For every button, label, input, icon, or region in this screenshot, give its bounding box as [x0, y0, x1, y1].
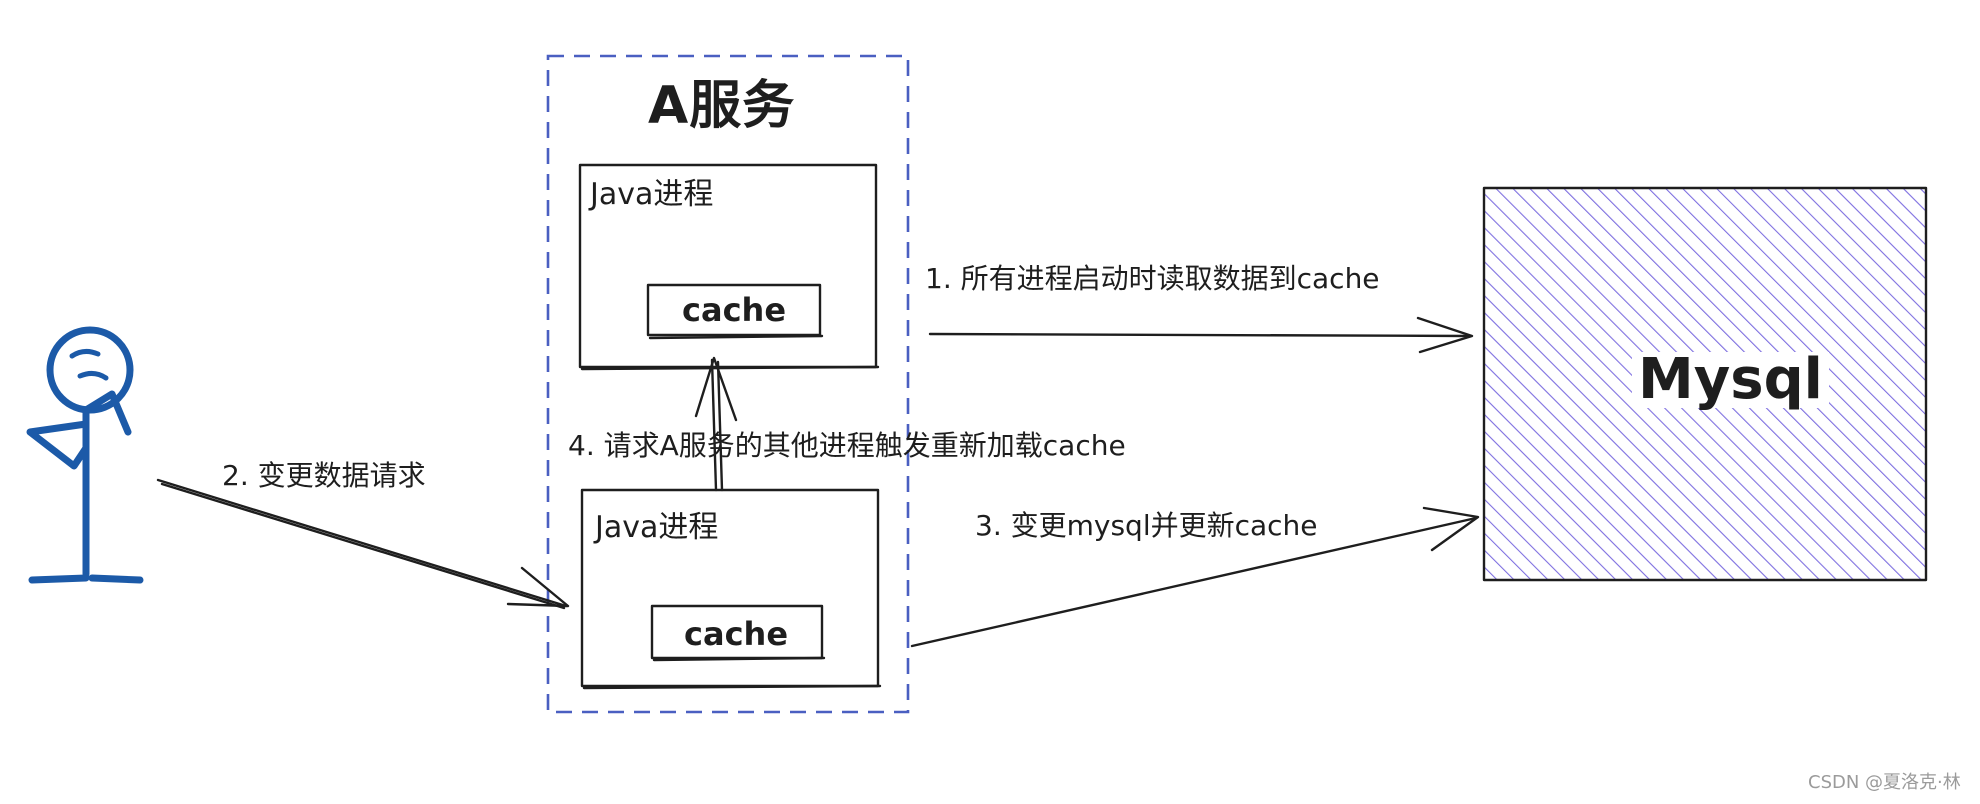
mysql-label: Mysql: [1632, 352, 1829, 408]
upper-cache-label: cache: [682, 291, 787, 329]
step4-label: 4. 请求A服务的其他进程触发重新加载cache: [568, 429, 1126, 462]
step1-arrow: [928, 316, 1474, 354]
upper-process-box: [578, 163, 880, 371]
service-boundary: [546, 54, 910, 714]
service-title: A服务: [648, 76, 796, 136]
upper-process-title: Java进程: [590, 177, 714, 212]
step1-label: 1. 所有进程启动时读取数据到cache: [925, 262, 1380, 295]
stick-figure-user-icon: [26, 326, 144, 584]
lower-cache-label: cache: [684, 615, 789, 653]
watermark: CSDN @夏洛克·林: [1808, 772, 1961, 793]
step2-label: 2. 变更数据请求: [222, 459, 426, 492]
step4-arrow: [694, 356, 738, 492]
step3-arrow: [910, 506, 1480, 648]
step3-label: 3. 变更mysql并更新cache: [975, 509, 1318, 542]
upper-cache-box: [646, 283, 824, 340]
lower-process-title: Java进程: [595, 510, 719, 545]
step2-arrow: [156, 478, 570, 610]
lower-process-box: [580, 488, 882, 690]
lower-cache-box: [650, 604, 826, 662]
